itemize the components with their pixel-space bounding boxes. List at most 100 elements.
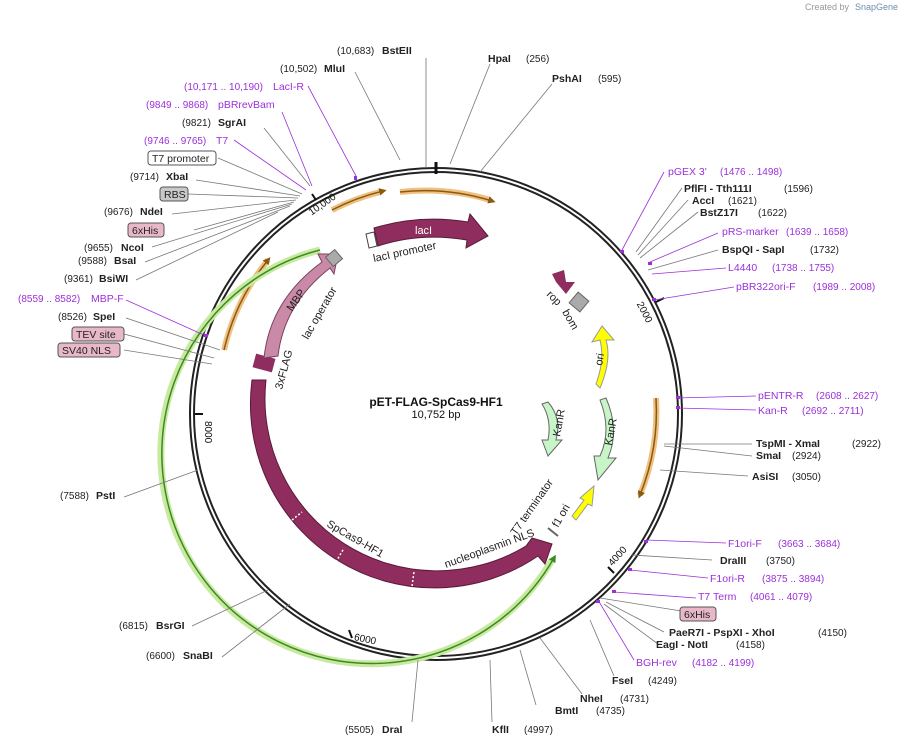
enzyme-pos-bsrgi: (6815) — [119, 621, 148, 632]
primer-t7-term[interactable]: T7 Term — [698, 591, 737, 603]
lac-operator-feature[interactable] — [324, 248, 344, 268]
enzyme-pos-psti: (7588) — [60, 491, 89, 502]
enzyme-pos-ndei: (9676) — [104, 207, 133, 218]
enzyme-bspqi-sapi[interactable]: BspQI - SapI — [722, 244, 785, 256]
kanr-inner-arrow[interactable] — [541, 401, 564, 457]
primer-pbr322ori-f[interactable]: pBR322ori-F — [736, 281, 796, 293]
primer-t7[interactable]: T7 — [216, 135, 228, 147]
laci-gene-arrow[interactable] — [373, 212, 489, 249]
orf-arc-left-line — [223, 257, 271, 351]
enzyme-bmti[interactable]: BmtI — [555, 705, 578, 717]
feature-tev-site[interactable]: TEV site — [76, 329, 116, 341]
enzyme-drai[interactable]: DraI — [382, 724, 403, 736]
primer-l4440[interactable]: L4440 — [728, 262, 757, 274]
enzyme-ncoi[interactable]: NcoI — [121, 242, 144, 254]
enzyme-nhei[interactable]: NheI — [580, 693, 603, 705]
bom-feature[interactable] — [568, 291, 590, 313]
ori-arrow[interactable] — [590, 325, 616, 389]
enzyme-pos-drai: (5505) — [345, 725, 374, 736]
enzyme-pos-pflfi-tth111i: (1596) — [784, 184, 813, 195]
enzyme-pos-ncoi: (9655) — [84, 243, 113, 254]
enzyme-pos-xbai: (9714) — [130, 172, 159, 183]
enzyme-pos-bmti: (4735) — [596, 706, 625, 717]
enzyme-xbai[interactable]: XbaI — [166, 171, 188, 183]
box-tev-site — [71, 326, 125, 342]
enzyme-pos-fsei: (4249) — [648, 676, 677, 687]
enzyme-smai[interactable]: SmaI — [756, 450, 781, 462]
spcas9-hf1-arrow[interactable] — [249, 379, 553, 589]
snapgene-logo: SnapGene — [855, 2, 898, 12]
feature-6xhis-left[interactable]: 6xHis — [132, 225, 158, 237]
enzyme-bsrgi[interactable]: BsrGI — [156, 620, 185, 632]
kanr-outer-label: KanR — [603, 417, 620, 446]
enzyme-hpai[interactable]: HpaI — [488, 53, 511, 65]
enzyme-kfli[interactable]: KflI — [492, 724, 509, 736]
enzyme-pos-pshai: (595) — [598, 74, 621, 85]
enzyme-snabi[interactable]: SnaBI — [183, 650, 213, 662]
enzyme-pos-mlui: (10,502) — [280, 64, 317, 75]
enzyme-pflfi-tth111i[interactable]: PflFI - Tth111I — [684, 183, 752, 195]
enzyme-spei[interactable]: SpeI — [93, 311, 115, 323]
laci-promoter-arrow[interactable] — [365, 231, 378, 249]
tick-label-6000: 6000 — [353, 632, 377, 647]
flag-tag[interactable] — [252, 353, 276, 373]
enzyme-pos-acci: (1621) — [728, 196, 757, 207]
rop-gene-arrow[interactable] — [552, 270, 575, 294]
primer-bgh-rev[interactable]: BGH-rev — [636, 657, 678, 669]
enzyme-bsiwi[interactable]: BsiWI — [99, 273, 128, 285]
box-sv40-nls — [57, 342, 121, 358]
created-by-label: Created by — [805, 2, 850, 12]
feature-sv40-nls[interactable]: SV40 NLS — [62, 345, 111, 357]
primer-pentr-r[interactable]: pENTR-R — [758, 390, 804, 402]
primer-pos-f1ori-r: (3875 .. 3894) — [762, 574, 824, 585]
orf-arc-green-line — [161, 249, 556, 665]
kanr-outer-arrow[interactable] — [593, 397, 618, 482]
kanr-inner-label: KanR — [551, 408, 568, 437]
enzyme-pos-bsai: (9588) — [78, 256, 107, 267]
enzyme-sgrai[interactable]: SgrAI — [218, 117, 246, 129]
enzyme-pos-bspqi-sapi: (1732) — [810, 245, 839, 256]
enzyme-paer7i-pspxi-xhoi[interactable]: PaeR7I - PspXI - XhoI — [669, 627, 775, 639]
enzyme-bsteii[interactable]: BstEII — [382, 45, 412, 57]
primer-pos-f1ori-f: (3663 .. 3684) — [778, 539, 840, 550]
enzyme-ndei[interactable]: NdeI — [140, 206, 163, 218]
enzyme-pos-bsteii: (10,683) — [337, 46, 374, 57]
primer-kan-r[interactable]: Kan-R — [758, 405, 788, 417]
enzyme-psti[interactable]: PstI — [96, 490, 115, 502]
tick-4000 — [607, 566, 615, 574]
tick-6000 — [348, 629, 353, 639]
leader-lines — [123, 58, 753, 723]
primer-pos-t7: (9746 .. 9765) — [144, 136, 206, 147]
primer-pos-t7-term: (4061 .. 4079) — [750, 592, 812, 603]
orf-arc-top-left-line — [331, 188, 387, 211]
feature-6xhis-right[interactable]: 6xHis — [684, 609, 710, 621]
primer-laci-r[interactable]: LacI-R — [273, 81, 304, 93]
enzyme-fsei[interactable]: FseI — [612, 675, 633, 687]
enzyme-mlui[interactable]: MluI — [324, 63, 345, 75]
enzyme-bsai[interactable]: BsaI — [114, 255, 136, 267]
f1-ori-label: f1 ori — [550, 502, 573, 529]
spcas9-segment-divider-2 — [335, 547, 345, 563]
enzyme-draiii[interactable]: DraIII — [720, 555, 746, 567]
orf-arc-top-left — [330, 189, 381, 213]
primer-f1ori-f[interactable]: F1ori-F — [728, 538, 762, 550]
primer-mbp-f[interactable]: MBP-F — [91, 293, 124, 305]
primer-pgex3[interactable]: pGEX 3' — [668, 166, 707, 178]
enzyme-pos-snabi: (6600) — [146, 651, 175, 662]
enzyme-bstz17i[interactable]: BstZ17I — [700, 207, 738, 219]
f1-ori-arrow[interactable] — [571, 484, 595, 521]
enzyme-labels: (10,683) BstEII (10,502) MluI (9821) Sgr… — [58, 45, 881, 736]
enzyme-pshai[interactable]: PshAI — [552, 73, 582, 85]
enzyme-pos-draiii: (3750) — [766, 556, 795, 567]
primer-pbrrevbam[interactable]: pBRrevBam — [218, 99, 275, 111]
primer-f1ori-r[interactable]: F1ori-R — [710, 573, 745, 585]
primer-prs-marker[interactable]: pRS-marker — [722, 226, 779, 238]
feature-t7-promoter[interactable]: T7 promoter — [152, 153, 210, 165]
enzyme-tspmi-xmai[interactable]: TspMI - XmaI — [756, 438, 820, 450]
primer-leader-lines — [125, 85, 757, 661]
enzyme-asisi[interactable]: AsiSI — [752, 471, 778, 483]
enzyme-acci[interactable]: AccI — [692, 195, 714, 207]
feature-rbs[interactable]: RBS — [164, 189, 186, 201]
enzyme-eagi-noti[interactable]: EagI - NotI — [656, 639, 708, 651]
primer-labels: (10,171 .. 10,190) LacI-R (9849 .. 9868)… — [18, 81, 878, 669]
